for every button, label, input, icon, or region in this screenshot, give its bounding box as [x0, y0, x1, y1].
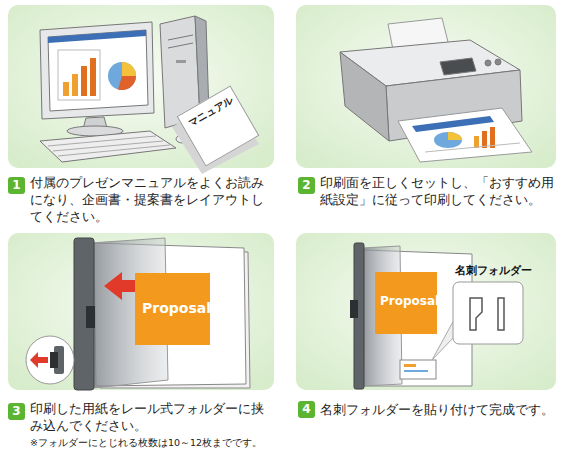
- step-number: 1: [8, 177, 25, 194]
- folder-illustration: [26, 238, 250, 390]
- step-number-text: 1: [8, 178, 25, 193]
- panel-bg: [8, 233, 274, 390]
- proposal-cover-text: Proposal: [142, 300, 210, 317]
- step-caption: 印刷した用紙をレール式フォルダーに挟み込んでください。: [30, 400, 276, 434]
- step-caption: 名刺フォルダーを貼り付けて完成です。: [320, 401, 556, 418]
- step-number-text: 2: [298, 178, 315, 193]
- step-number: 3: [8, 403, 25, 420]
- printer-illustration: [340, 18, 532, 162]
- step-caption: 印刷面を正しくセットし、「おすすめ用紙設定」に従って印刷してください。: [320, 174, 554, 208]
- proposal-cover-text: Proposal: [380, 294, 437, 309]
- step-panel: 名刺フォルダーを貼り付けて完成です。Proposal: [296, 233, 556, 390]
- step-note: ※フォルダーにとじれる枚数は10～12枚までです。: [30, 437, 280, 449]
- step-number-text: 4: [298, 402, 315, 417]
- step-panel: 印刷した用紙をレール式フォルダーに挟み込んでください。※フォルダーにとじれる枚数…: [8, 233, 274, 390]
- step-panel: 付属のプレゼンマニュアルをよくお読みになり、企画書・提案書をレイアウトしてくださ…: [8, 5, 274, 168]
- step-panel: 印刷面を正しくセットし、「おすすめ用紙設定」に従って印刷してください。: [296, 5, 556, 168]
- manual-sheet: マニュアル: [177, 85, 260, 166]
- step-number: 2: [298, 177, 315, 194]
- panel-bg: [296, 5, 556, 168]
- callout-label: 名刺フォルダー: [455, 263, 532, 278]
- computer-illustration: [40, 16, 259, 174]
- proposal-cover: Proposal: [135, 273, 210, 345]
- manual-sheet-text: マニュアル: [181, 91, 241, 132]
- panel-bg: [296, 233, 556, 390]
- step-number: 4: [298, 401, 315, 418]
- panel-bg: [8, 5, 274, 168]
- proposal-cover: Proposal: [375, 272, 437, 334]
- step-caption: 付属のプレゼンマニュアルをよくお読みになり、企画書・提案書をレイアウトしてくださ…: [30, 174, 276, 225]
- step-number-text: 3: [8, 404, 25, 419]
